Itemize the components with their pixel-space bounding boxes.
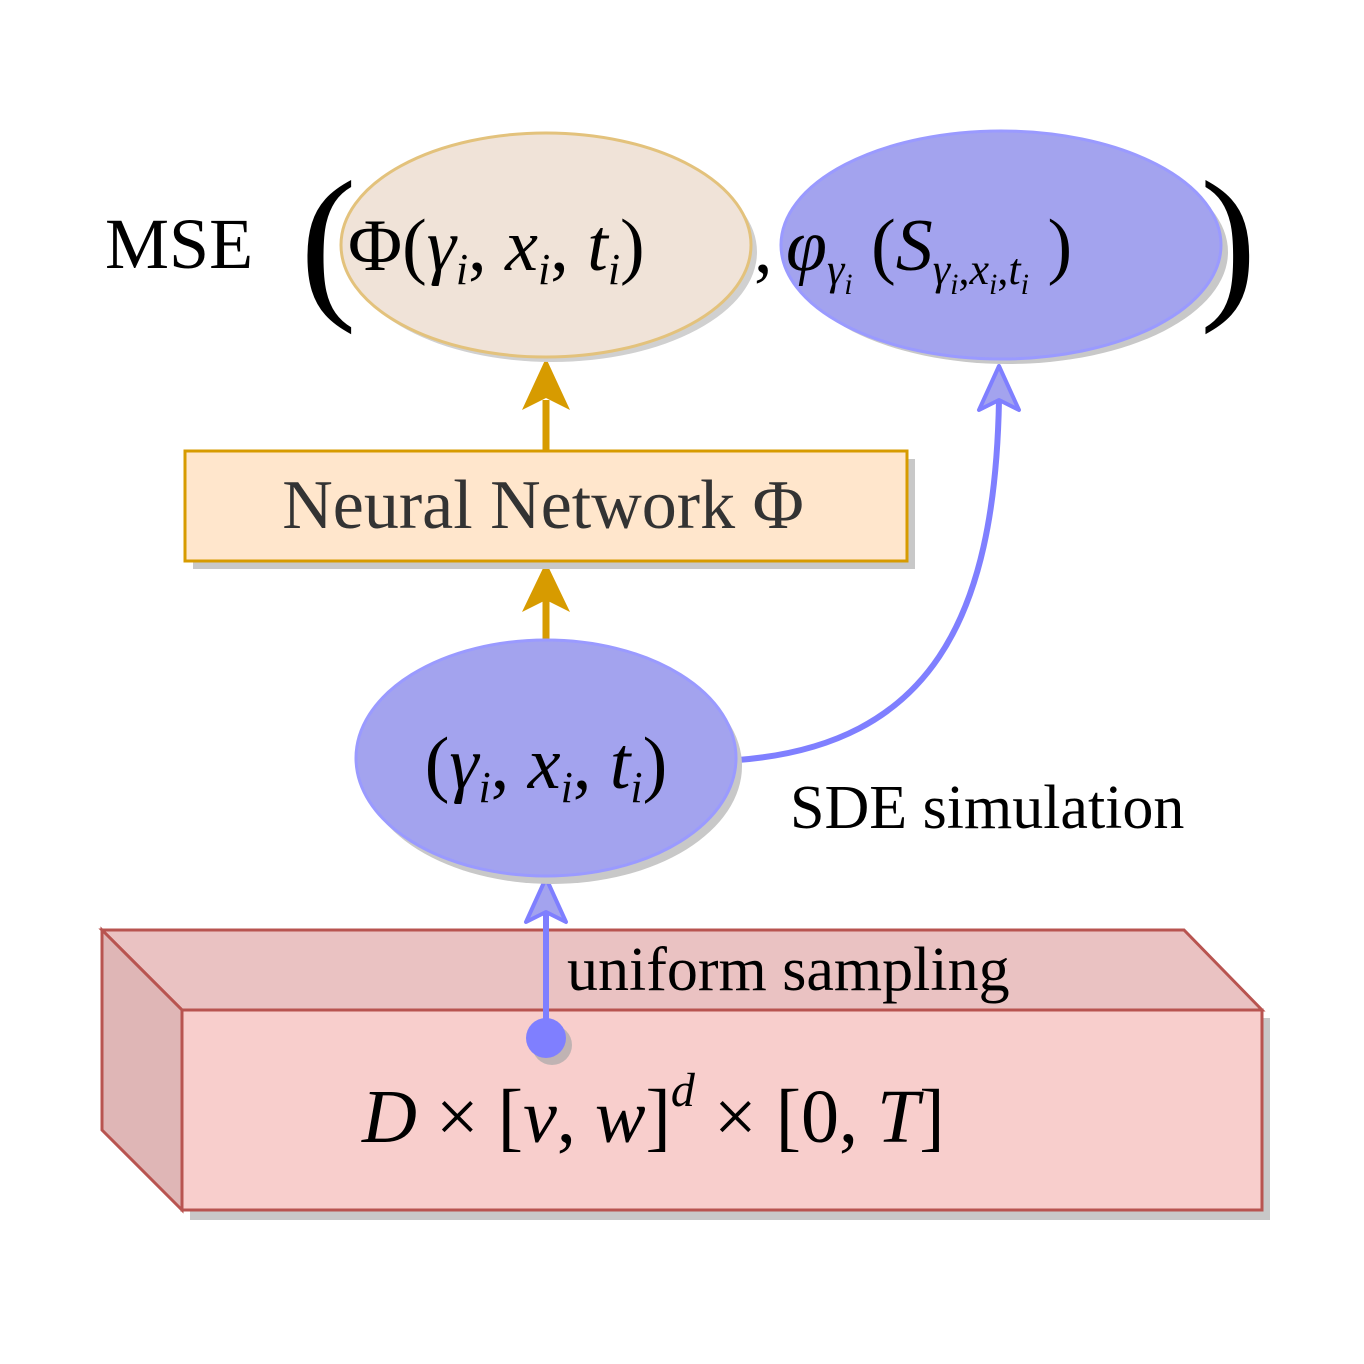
sde-arrowhead bbox=[977, 364, 1021, 412]
mse-open-paren: ( bbox=[300, 147, 357, 335]
neural-network-box-frame bbox=[183, 449, 909, 563]
edge-sde-simulation bbox=[737, 364, 1021, 763]
domain-formula: D × [v, w]d × [0, T] bbox=[361, 1064, 945, 1159]
edge-sample-to-network bbox=[522, 562, 570, 640]
neural-network-label: Neural Network Φ bbox=[282, 467, 804, 544]
sde-simulation-label: SDE simulation bbox=[790, 774, 1184, 842]
sampling-origin-dot bbox=[526, 1018, 566, 1058]
neural-network-box: Neural Network Φ bbox=[183, 449, 915, 569]
mse-comma: , bbox=[754, 207, 773, 289]
domain-box-front-face bbox=[180, 1008, 1264, 1212]
mse-close-paren: ) bbox=[1200, 147, 1257, 335]
mse-label: MSE bbox=[105, 204, 253, 284]
sampling-arrowhead bbox=[524, 876, 568, 924]
phi-formula: Φ(γi, xi, ti) bbox=[348, 205, 645, 294]
network-output-arrowhead bbox=[522, 358, 570, 410]
sample-node-ellipse bbox=[354, 638, 738, 878]
network-input-arrowhead bbox=[522, 562, 570, 612]
mse-expression: MSE ( ) Φ(γi, xi, ti) , φγi (Sγi,xi,ti ) bbox=[105, 129, 1257, 364]
sde-edge-curve bbox=[737, 399, 1002, 763]
edge-uniform-sampling bbox=[524, 876, 572, 1065]
uniform-sampling-label: uniform sampling bbox=[567, 936, 1010, 1004]
phi-ellipse bbox=[339, 131, 753, 359]
edge-network-to-phi bbox=[522, 358, 570, 450]
sample-node: (γi, xi, ti) bbox=[354, 638, 742, 884]
varphi-formula: φγi (Sγi,xi,ti ) bbox=[786, 205, 1072, 301]
sample-node-formula: (γi, xi, ti) bbox=[425, 723, 668, 812]
varphi-ellipse bbox=[779, 129, 1223, 361]
domain-box bbox=[98, 926, 1270, 1220]
